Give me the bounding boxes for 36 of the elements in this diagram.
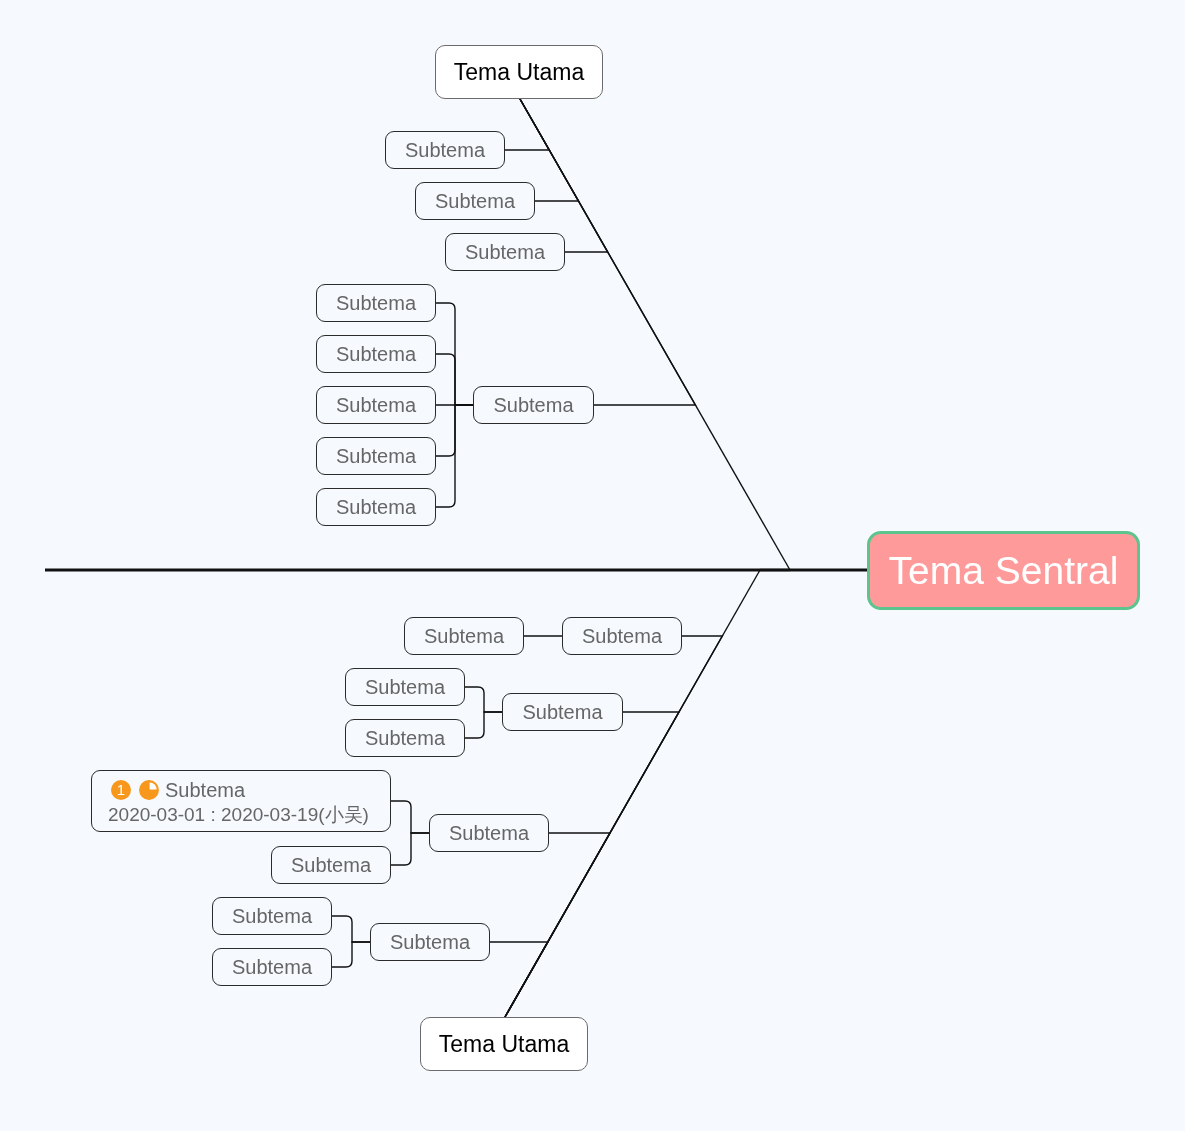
spine-line [760,568,790,572]
spine-line [790,568,867,572]
subtopic-box: Subtema [415,182,535,220]
bracket-line [331,941,371,968]
subtopic-box: Subtema [404,617,524,655]
bracket-line [435,404,474,508]
subtopic-box: Subtema [316,284,436,322]
subtopic-box: Subtema [562,617,682,655]
subtopic-box: Subtema [212,948,332,986]
subtopic-box: Subtema [316,437,436,475]
subtopic-box: Subtema [316,386,436,424]
subtopic-box: Subtema [429,814,549,852]
main-topic-box: Tema Utama [435,45,603,99]
main-topic-box: Tema Utama [420,1017,588,1071]
subtopic-box: Subtema [316,488,436,526]
central-topic-box: Tema Sentral [867,531,1140,610]
bracket-line [464,711,503,739]
subtopic-box: Subtema [473,386,594,424]
bracket-line [523,635,563,637]
priority-badge: 1 [111,780,131,800]
subtopic-box: Subtema [370,923,490,961]
subtopic-box: Subtema [385,131,505,169]
task-box [91,770,391,832]
subtopic-box: Subtema [345,719,465,757]
subtopic-title: Subtema [165,778,246,802]
subtopic-box: Subtema [345,668,465,706]
bracket-line [390,832,430,866]
branch-line [489,941,549,1018]
spine-line [45,568,760,572]
date-range-text: 2020-03-01 : 2020-03-19(小吴) [108,803,369,827]
subtopic-box: Subtema [316,335,436,373]
branch-line [519,98,697,406]
subtopic-box: Subtema [271,846,391,884]
subtopic-box: Subtema [502,693,623,731]
subtopic-box: Subtema [445,233,565,271]
subtopic-box: Subtema [212,897,332,935]
